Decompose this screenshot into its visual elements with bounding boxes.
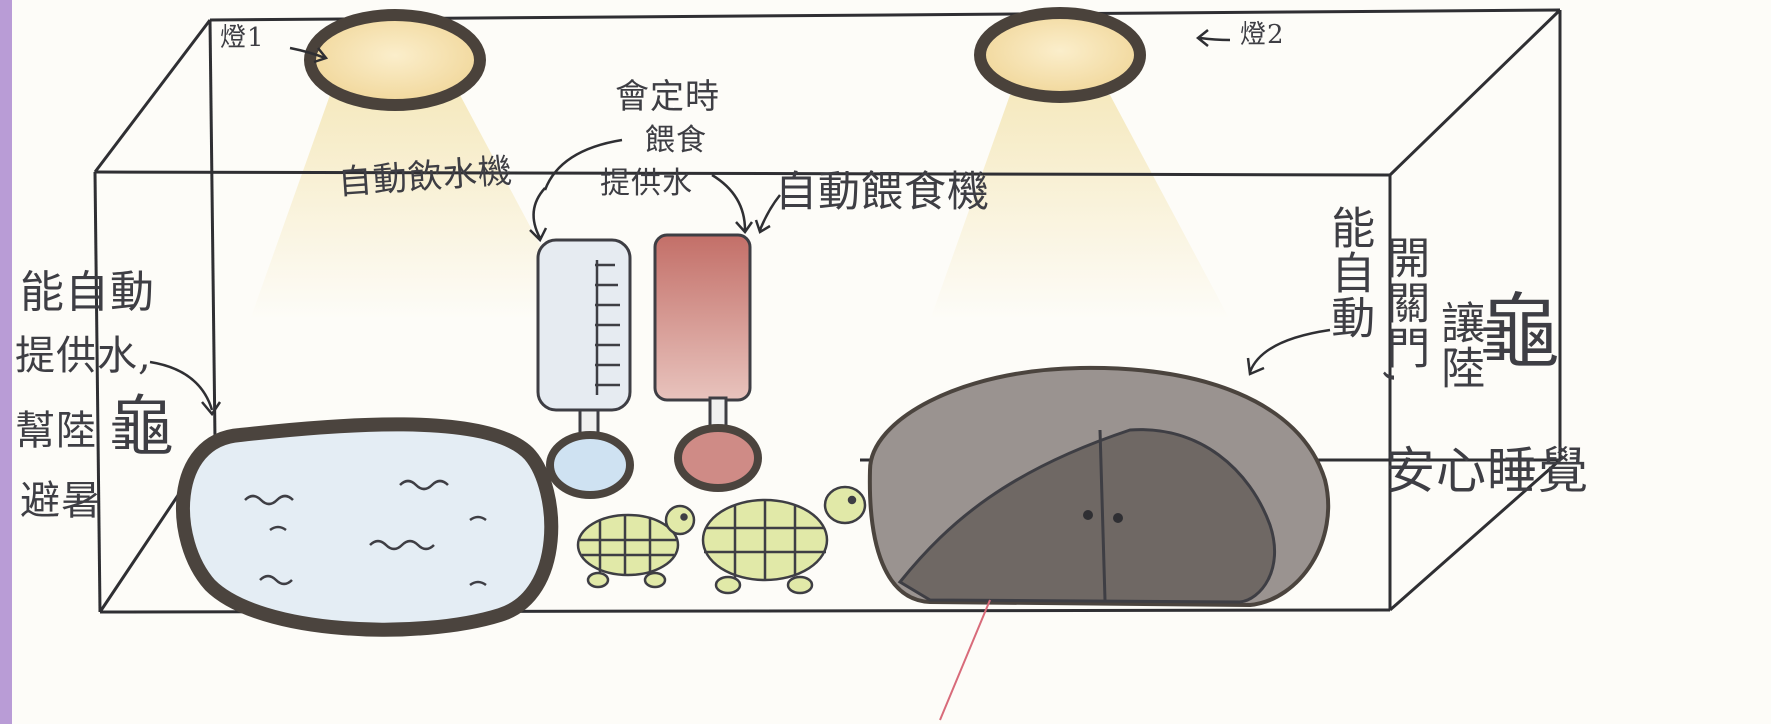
turtle-small [576,504,696,589]
timer-note-line2: 餵食 [645,123,707,158]
lamp1 [304,9,486,111]
pool-note-line2: 提供水, [15,333,152,379]
timer-note-line3: 提供水 [600,166,693,201]
lamp2 [974,7,1146,103]
water-pool [175,417,559,637]
lamp2-light-beam [930,95,1230,320]
shelter-note-line2: 開關門, [1378,235,1430,385]
lamp1-label: 燈1 [220,23,265,53]
lamp2-label: 燈2 [1240,20,1285,50]
timer-note-arrow [543,138,623,191]
pool-note-line3: 幫陸 [15,408,97,454]
lamp2-arrow [1195,29,1231,47]
lamp1-arrow [289,46,329,64]
shelter-note-arrow [1246,328,1331,376]
pool-note-arrow [149,360,222,417]
auto-water-dispenser [536,238,634,499]
pool-note-line4: 避暑 [20,478,102,524]
auto-feeder-label: 自動餵食機 [775,167,991,216]
shelter-note-line4: 安心睡覺 [1385,442,1589,500]
shelter-note-line3: 讓陸 [1433,300,1485,390]
timer-note-line1: 會定時 [615,77,720,117]
pool-note-line1: 能自動 [20,267,155,318]
turtle-shelter [867,365,1331,721]
lamp1-light-beam [250,95,580,320]
pool-note-turtle: 龜 [108,388,175,465]
feeder-label-arrow [754,194,781,234]
left-color-strip [0,0,12,724]
shelter-note-turtle: 龜 [1478,285,1562,380]
food-feeder-arrow [711,173,754,235]
auto-food-feeder [653,233,762,492]
turtle-large [701,485,867,595]
water-dispenser-arrow [529,187,548,243]
shelter-note-line1: 能自動 [1323,205,1375,340]
